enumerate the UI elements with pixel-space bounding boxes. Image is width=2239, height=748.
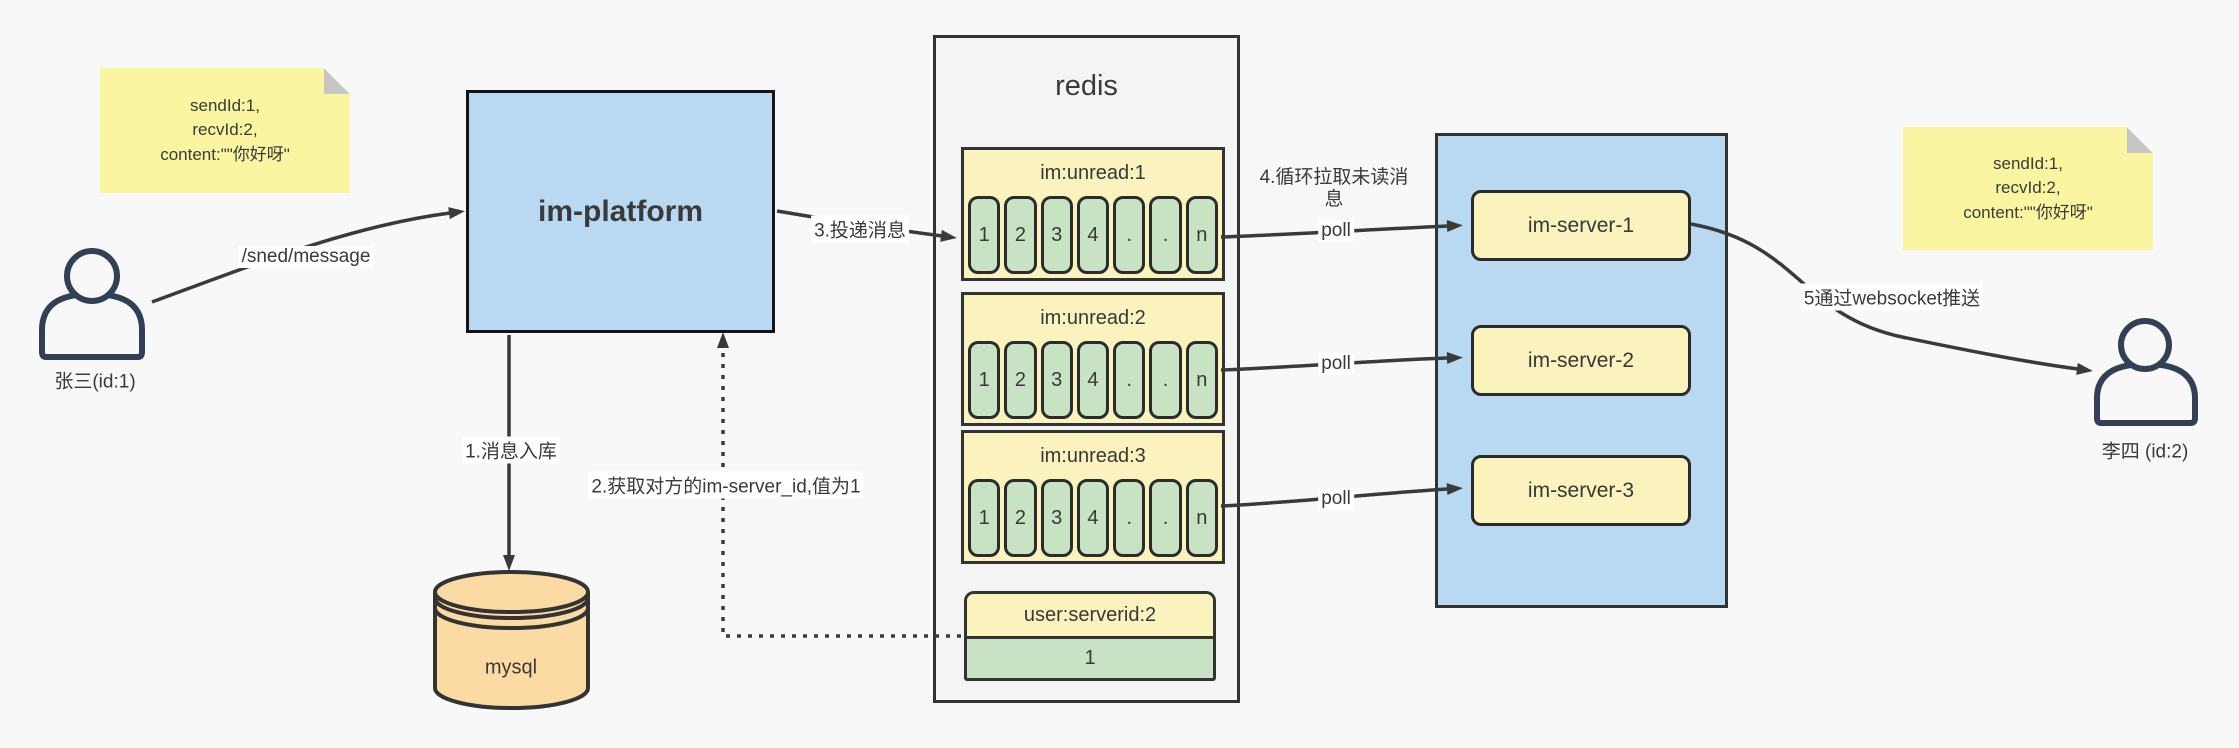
im-server-1-label: im-server-1 (1527, 213, 1635, 237)
note-text: sendId:1, recvId:2, content:""你好呀" (100, 68, 350, 193)
queue-cell: 3 (1040, 341, 1073, 419)
queue-cell: 3 (1040, 196, 1073, 274)
im-server-3-box: im-server-3 (1471, 455, 1691, 526)
edge-label-poll-1: poll (1318, 220, 1354, 242)
queue-cell: . (1149, 479, 1182, 557)
queue-cell: n (1185, 341, 1218, 419)
im-platform-title: im-platform (538, 194, 703, 228)
user-serverid-mapping: user:serverid:2 1 (964, 591, 1216, 681)
edge-label-deliver: 3.投递消息 (811, 215, 909, 243)
edge-label-pull: 4.循环拉取未读消息 (1259, 167, 1409, 210)
sender-person-icon (39, 248, 145, 360)
im-platform-box: im-platform (466, 90, 775, 333)
queue-cell: n (1185, 196, 1218, 274)
queue-cell: 4 (1076, 196, 1110, 274)
queue-cell: . (1113, 196, 1146, 274)
queue-cell: 2 (1004, 341, 1037, 419)
queue-cell: 4 (1076, 341, 1110, 419)
queue-cell: . (1149, 341, 1182, 419)
note-line: content:""你好呀" (1963, 202, 2093, 222)
note-receiver-message: sendId:1, recvId:2, content:""你好呀" (1903, 127, 2153, 250)
queue-im-unread-2: im:unread:2 1 2 3 4 . . n (961, 292, 1225, 426)
queue-cell: 2 (1004, 196, 1037, 274)
edge-label-lookup: 2.获取对方的im-server_id,值为1 (588, 471, 864, 499)
queue-im-unread-3: im:unread:3 1 2 3 4 . . n (961, 430, 1225, 564)
note-sender-message: sendId:1, recvId:2, content:""你好呀" (100, 68, 350, 193)
note-line: recvId:2, (1995, 178, 2061, 198)
redis-title: redis (1055, 70, 1118, 102)
queue-im-unread-1: im:unread:1 1 2 3 4 . . n (961, 147, 1225, 281)
queue-cell: 1 (968, 479, 1001, 557)
note-line: content:""你好呀" (160, 144, 290, 164)
im-server-1-box: im-server-1 (1471, 190, 1691, 261)
edge-label-poll-3: poll (1318, 488, 1354, 510)
queue-header: im:unread:3 (1040, 444, 1146, 467)
im-server-2-label: im-server-2 (1527, 348, 1635, 372)
queue-cell: 1 (968, 196, 1001, 274)
edge-label-send: /sned/message (238, 246, 374, 268)
im-server-2-box: im-server-2 (1471, 325, 1691, 396)
receiver-person-icon (2094, 318, 2198, 426)
edge-label-poll-2: poll (1318, 353, 1354, 375)
mapping-value: 1 (967, 639, 1213, 678)
queue-header: im:unread:2 (1040, 306, 1146, 329)
queue-cell: . (1113, 479, 1146, 557)
queue-cell: n (1185, 479, 1218, 557)
note-fold-corner (2127, 127, 2153, 153)
receiver-label: 李四 (id:2) (2101, 441, 2189, 463)
note-line: sendId:1, (190, 95, 260, 115)
mapping-header: user:serverid:2 (967, 594, 1213, 639)
note-line: sendId:1, (1993, 153, 2063, 173)
queue-cell: 4 (1076, 479, 1110, 557)
queue-header: im:unread:1 (1040, 161, 1146, 184)
redis-container: redis im:unread:1 1 2 3 4 . . n im:unrea… (933, 35, 1240, 703)
note-line: recvId:2, (192, 120, 258, 140)
queue-cell: . (1149, 196, 1182, 274)
mysql-label: mysql (484, 656, 538, 679)
queue-cell: . (1113, 341, 1146, 419)
mysql-database-icon (433, 570, 590, 710)
note-fold-corner (324, 68, 350, 94)
edge-label-store: 1.消息入库 (462, 436, 560, 464)
note-text: sendId:1, recvId:2, content:""你好呀" (1903, 127, 2153, 250)
queue-cell: 3 (1040, 479, 1073, 557)
queue-cells: 1 2 3 4 . . n (964, 479, 1222, 561)
queue-cell: 1 (968, 341, 1001, 419)
im-server-cluster: im-server-1 im-server-2 im-server-3 (1435, 133, 1728, 608)
edge-label-push: 5通过websocket推送 (1800, 283, 1984, 311)
sender-label: 张三(id:1) (54, 371, 136, 393)
im-server-3-label: im-server-3 (1527, 478, 1635, 502)
queue-cells: 1 2 3 4 . . n (964, 196, 1222, 278)
queue-cells: 1 2 3 4 . . n (964, 341, 1222, 423)
queue-cell: 2 (1004, 479, 1037, 557)
